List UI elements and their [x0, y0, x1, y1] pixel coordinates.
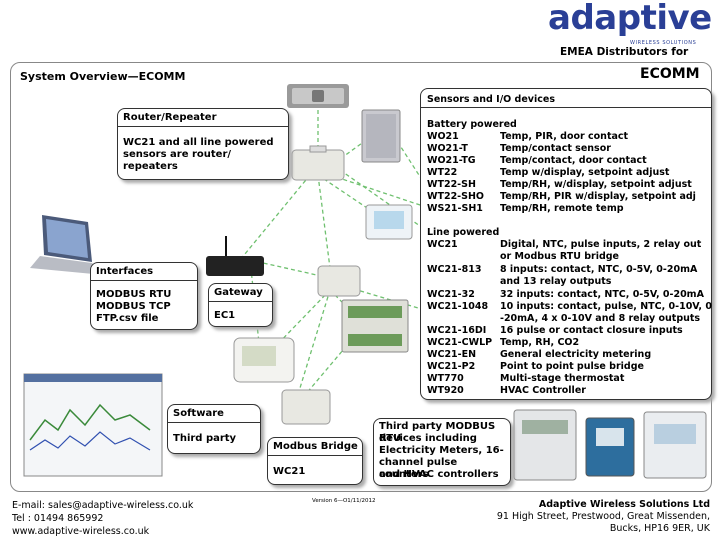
battery-desc: Temp/RH, remote temp: [500, 203, 624, 214]
pir-sensor-icon: [287, 84, 349, 108]
software-screenshot-icon: [23, 373, 163, 477]
software-heading: Software: [173, 408, 224, 419]
page-title: System Overview—ECOMM: [20, 70, 186, 83]
electricity-meter-icon: [513, 409, 577, 481]
line-model: WC21-32: [427, 289, 475, 300]
line-model: WC21-P2: [427, 361, 476, 372]
modbus-bridge-heading: Modbus Bridge: [273, 441, 358, 452]
modbus-bridge-body: WC21: [273, 466, 306, 477]
pulse-counter-icon: [585, 417, 635, 477]
third-party-box: Third party MODBUS RTU devices including…: [373, 418, 511, 486]
footer-address-2: Bucks, HP16 9ER, UK: [609, 523, 710, 534]
adaptive-logo: adaptive WIRELESS SOLUTIONS: [548, 0, 716, 60]
line-model: WC21-CWLP: [427, 337, 493, 348]
battery-heading: Battery powered: [427, 119, 517, 130]
third-party-line-4: channel pulse counters: [379, 457, 458, 480]
sensors-io-box: Sensors and I/O devices Battery powered …: [420, 88, 712, 400]
line-desc: HVAC Controller: [500, 385, 586, 396]
version-label: Version 6—O1/11/2012: [312, 498, 376, 504]
line-desc: 8 inputs: contact, NTC, 0-5V, 0-20mA: [500, 264, 698, 275]
line-model: WT770: [427, 373, 464, 384]
router-repeater-box: Router/Repeater WC21 and all line powere…: [117, 108, 289, 180]
line-desc: Point to point pulse bridge: [500, 361, 644, 372]
logo-wordmark: adaptive: [548, 0, 712, 38]
battery-model: WT22-SH: [427, 179, 476, 190]
line-model: WC21-1048: [427, 301, 489, 312]
room-sensor-icon: [361, 109, 401, 163]
battery-model: WT22-SHO: [427, 191, 484, 202]
battery-model: WO21-T: [427, 143, 468, 154]
distributor-label: EMEA Distributors for: [560, 46, 689, 58]
io-board-icon: [341, 299, 409, 353]
line-desc: Multi-stage thermostat: [500, 373, 625, 384]
line-desc: or Modbus RTU bridge: [500, 251, 620, 262]
gateway-heading: Gateway: [214, 287, 263, 298]
interfaces-heading: Interfaces: [96, 266, 154, 277]
display-thermostat-icon: [233, 337, 295, 383]
line-desc: Digital, NTC, pulse inputs, 2 relay out: [500, 239, 702, 250]
controller-icon: [317, 265, 361, 297]
battery-desc: Temp/RH, w/display, setpoint adjust: [500, 179, 692, 190]
line-model: WC21: [427, 239, 458, 250]
software-box: Software Third party: [167, 404, 261, 454]
laptop-icon: [30, 215, 104, 275]
line-desc: -20mA, 4 x 0-10V and 8 relay outputs: [500, 313, 701, 324]
battery-desc: Temp/contact sensor: [500, 143, 611, 154]
battery-model: WS21-SH1: [427, 203, 483, 214]
router-line-3: repeaters: [123, 161, 178, 172]
footer-tel: Tel : 01494 865992: [12, 513, 104, 524]
line-desc: 10 inputs: contact, pulse, NTC, 0-10V, 0: [500, 301, 712, 312]
footer-email: E-mail: sales@adaptive-wireless.co.uk: [12, 500, 194, 511]
line-powered-heading: Line powered: [427, 227, 500, 238]
line-model: WC21-16DI: [427, 325, 487, 336]
thermostat-icon: [365, 204, 413, 240]
line-model: WC21-813: [427, 264, 482, 275]
interfaces-box: Interfaces MODBUS RTU MODBUS TCP FTP.csv…: [90, 262, 198, 330]
software-body: Third party: [173, 433, 237, 444]
interfaces-line-2: MODBUS TCP: [96, 301, 171, 312]
logo-subtitle: WIRELESS SOLUTIONS: [630, 40, 697, 46]
hvac-controller-icon: [643, 411, 707, 479]
footer-web: www.adaptive-wireless.co.uk: [12, 526, 150, 537]
router-heading: Router/Repeater: [123, 112, 217, 123]
modbus-bridge-box: Modbus Bridge WC21: [267, 437, 363, 485]
line-desc: General electricity metering: [500, 349, 652, 360]
gateway-icon: [206, 236, 264, 276]
line-desc: Temp, RH, CO2: [500, 337, 580, 348]
modbus-bridge-icon: [281, 389, 331, 425]
footer-address-1: 91 High Street, Prestwood, Great Missend…: [496, 511, 710, 522]
gateway-body: EC1: [214, 310, 236, 321]
interfaces-line-1: MODBUS RTU: [96, 289, 172, 300]
battery-model: WO21: [427, 131, 459, 142]
battery-desc: Temp, PIR, door contact: [500, 131, 629, 142]
third-party-line-2: devices including: [379, 433, 477, 444]
battery-desc: Temp/contact, door contact: [500, 155, 647, 166]
product-title: ECOMM: [640, 66, 700, 82]
router-line-2: sensors are router/: [123, 149, 232, 160]
line-desc: 16 pulse or contact closure inputs: [500, 325, 683, 336]
gateway-box: Gateway EC1: [208, 283, 273, 327]
third-party-line-1: Third party MODBUS RTU: [379, 421, 496, 444]
line-desc: 32 inputs: contact, NTC, 0-5V, 0-20mA: [500, 289, 704, 300]
line-model: WC21-EN: [427, 349, 477, 360]
footer-company: Adaptive Wireless Solutions Ltd: [538, 499, 710, 510]
interfaces-line-3: FTP.csv file: [96, 313, 159, 324]
line-desc: and 13 relay outputs: [500, 276, 612, 287]
third-party-line-3: Electricity Meters, 16-: [379, 445, 504, 456]
battery-model: WO21-TG: [427, 155, 476, 166]
battery-desc: Temp/RH, PIR w/display, setpoint adj: [500, 191, 696, 202]
router-device-icon: [291, 145, 345, 181]
battery-desc: Temp w/display, setpoint adjust: [500, 167, 670, 178]
line-model: WT920: [427, 385, 464, 396]
router-line-1: WC21 and all line powered: [123, 137, 274, 148]
battery-model: WT22: [427, 167, 458, 178]
sensors-heading: Sensors and I/O devices: [427, 94, 555, 105]
third-party-line-5: and HVAC controllers: [379, 469, 499, 480]
